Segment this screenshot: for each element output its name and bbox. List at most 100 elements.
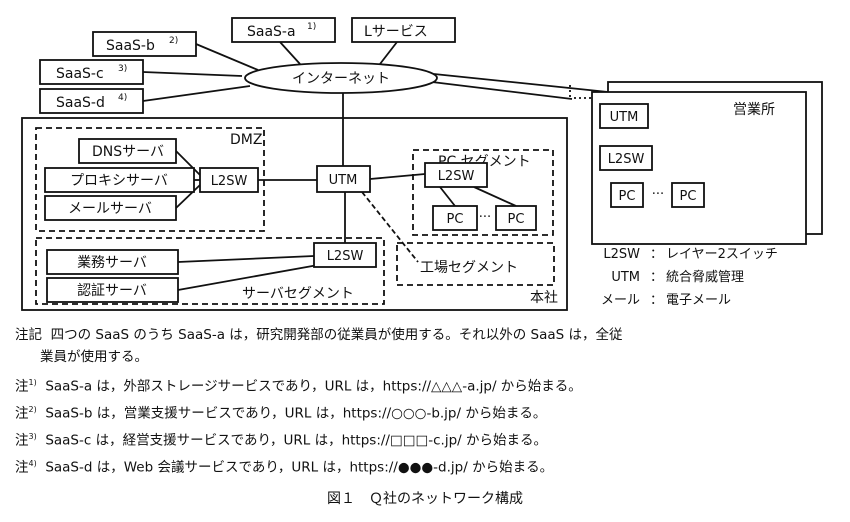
link-saas-d-internet bbox=[142, 85, 251, 102]
legend-sep-utm: ： bbox=[650, 270, 663, 285]
legend-desc-l2sw: レイヤー2スイッチ bbox=[666, 247, 778, 262]
note-3: 注3) SaaS-c は，経営支援サービスであり，URL は，https://□… bbox=[15, 427, 547, 451]
note-1-label: 注 bbox=[15, 378, 29, 395]
link-utm-pc-l2sw bbox=[369, 173, 426, 180]
note-4-sup: 4) bbox=[28, 459, 37, 468]
pc-segment-pc1-box bbox=[432, 205, 478, 231]
server-segment-label: サーバセグメント bbox=[242, 286, 354, 302]
mail-server-label: メールサーバ bbox=[68, 201, 152, 217]
link-saas-c-internet bbox=[142, 71, 243, 77]
office-l2sw-box bbox=[599, 145, 653, 171]
legend-sep-l2sw: ： bbox=[650, 247, 663, 262]
pc-segment-pc1-label: PC bbox=[447, 212, 464, 227]
factory-segment-label: 工場セグメント bbox=[420, 260, 518, 276]
office-pc2-box bbox=[671, 182, 705, 208]
mail-server-box bbox=[44, 195, 177, 221]
dmz-label: DMZ bbox=[230, 132, 262, 148]
business-server-label: 業務サーバ bbox=[77, 255, 147, 271]
pc-segment-ellipsis: ··· bbox=[479, 210, 491, 225]
saas-c-label: SaaS-c bbox=[56, 66, 104, 82]
note-2-sup: 2) bbox=[28, 405, 37, 414]
pc-segment-pc2-label: PC bbox=[508, 212, 525, 227]
note-3-sup: 3) bbox=[28, 432, 37, 441]
auth-server-label: 認証サーバ bbox=[77, 283, 147, 299]
saas-a-label: SaaS-a bbox=[247, 24, 296, 40]
link-saas-a-internet bbox=[279, 41, 301, 65]
legend-desc-mail: 電子メール bbox=[666, 293, 731, 308]
saas-c-note-ref: 3) bbox=[118, 64, 127, 74]
proxy-server-box bbox=[44, 167, 195, 193]
note-1-sup: 1) bbox=[28, 378, 37, 387]
server-l2sw-label: L2SW bbox=[327, 249, 364, 264]
dns-server-box bbox=[78, 138, 177, 164]
sales-office-label: 営業所 bbox=[733, 102, 775, 118]
pc-segment-pc2-box bbox=[495, 205, 537, 231]
office-pc1-box bbox=[610, 182, 644, 208]
note-4-text: SaaS-d は，Web 会議サービスであり，URL は，https://●●●… bbox=[45, 459, 554, 476]
link-business-l2sw bbox=[177, 255, 315, 263]
pc-segment-l2sw-box bbox=[424, 162, 488, 188]
note-1: 注1) SaaS-a は，外部ストレージサービスであり，URL は，https:… bbox=[15, 373, 582, 397]
business-server-box bbox=[46, 249, 179, 275]
note-3-text: SaaS-c は，経営支援サービスであり，URL は，https://□□□-c… bbox=[45, 432, 547, 449]
head-office-frame bbox=[21, 117, 568, 311]
head-office-label: 本社 bbox=[530, 290, 558, 306]
dmz-l2sw-label: L2SW bbox=[211, 174, 248, 189]
link-lservice-internet bbox=[379, 41, 398, 65]
saas-b-note-ref: 2) bbox=[169, 36, 178, 46]
link-internet-sales-office bbox=[433, 73, 609, 93]
saas-b-label: SaaS-b bbox=[106, 38, 155, 54]
figure-title: 図１ Ｑ社のネットワーク構成 bbox=[327, 491, 523, 507]
note-2-label: 注 bbox=[15, 405, 29, 422]
saas-b-box: SaaS-b 2) bbox=[92, 31, 197, 57]
saas-a-box: SaaS-a 1) bbox=[231, 17, 336, 43]
link-utm-factory bbox=[361, 191, 419, 263]
server-segment-frame bbox=[35, 237, 385, 305]
dmz-l2sw-box bbox=[199, 167, 259, 193]
legend: L2SW ： レイヤー2スイッチ UTM ： 統合脅威管理 メール ： 電子メー… bbox=[601, 247, 778, 308]
auth-server-box bbox=[46, 277, 179, 303]
lservice-label: Lサービス bbox=[364, 24, 428, 40]
dmz-frame bbox=[35, 127, 265, 232]
dns-server-label: DNSサーバ bbox=[92, 144, 164, 160]
office-l2sw-label: L2SW bbox=[608, 152, 645, 167]
note-3-label: 注 bbox=[15, 432, 29, 449]
internet-cloud: インターネット bbox=[244, 62, 438, 94]
lservice-box: Lサービス bbox=[351, 17, 456, 43]
server-l2sw-box bbox=[313, 242, 377, 268]
link-saas-b-internet bbox=[195, 43, 259, 71]
office-pc1-label: PC bbox=[619, 189, 636, 204]
main-note: 注記 四つの SaaS のうち SaaS-a は，研究開発部の従業員が使用する。… bbox=[15, 325, 623, 345]
saas-c-box: SaaS-c 3) bbox=[39, 59, 144, 85]
legend-abbr-l2sw: L2SW bbox=[603, 247, 640, 262]
note-4-label: 注 bbox=[15, 459, 29, 476]
office-pc-ellipsis: ··· bbox=[652, 187, 664, 202]
office-utm-label: UTM bbox=[610, 110, 639, 125]
office-pc2-label: PC bbox=[680, 189, 697, 204]
link-pc-l2sw-pc2 bbox=[473, 186, 517, 207]
sales-office-group: 営業所 UTM L2SW PC ··· PC bbox=[569, 81, 823, 245]
link-pc-l2sw-pc1 bbox=[439, 186, 456, 207]
note-4: 注4) SaaS-d は，Web 会議サービスであり，URL は，https:/… bbox=[15, 454, 553, 478]
note-2: 注2) SaaS-b は，営業支援サービスであり，URL は，https://○… bbox=[15, 400, 546, 424]
legend-sep-mail: ： bbox=[650, 293, 663, 308]
saas-d-box: SaaS-d 4) bbox=[39, 88, 144, 114]
pc-segment-l2sw-label: L2SW bbox=[438, 169, 475, 184]
link-dns-l2sw bbox=[175, 150, 201, 176]
network-diagram: SaaS-a 1) Lサービス SaaS-b 2) SaaS-c 3) SaaS… bbox=[21, 17, 823, 311]
saas-d-label: SaaS-d bbox=[56, 95, 105, 111]
legend-abbr-utm: UTM bbox=[611, 270, 640, 285]
saas-d-note-ref: 4) bbox=[118, 93, 127, 103]
main-note-line1: 四つの SaaS のうち SaaS-a は，研究開発部の従業員が使用する。それ以… bbox=[50, 327, 623, 343]
office-utm-box bbox=[599, 103, 649, 129]
link-auth-l2sw bbox=[177, 264, 319, 291]
saas-a-note-ref: 1) bbox=[307, 22, 316, 32]
internet-label: インターネット bbox=[292, 71, 390, 87]
legend-abbr-mail: メール bbox=[601, 293, 640, 308]
pc-segment-frame bbox=[412, 149, 554, 236]
legend-desc-utm: 統合脅威管理 bbox=[666, 270, 744, 285]
note-2-text: SaaS-b は，営業支援サービスであり，URL は，https://○○○-b… bbox=[45, 405, 547, 422]
connection-lines bbox=[142, 41, 685, 291]
main-note-line2: 業員が使用する。 bbox=[40, 349, 148, 365]
main-note-label: 注記 bbox=[15, 327, 42, 343]
